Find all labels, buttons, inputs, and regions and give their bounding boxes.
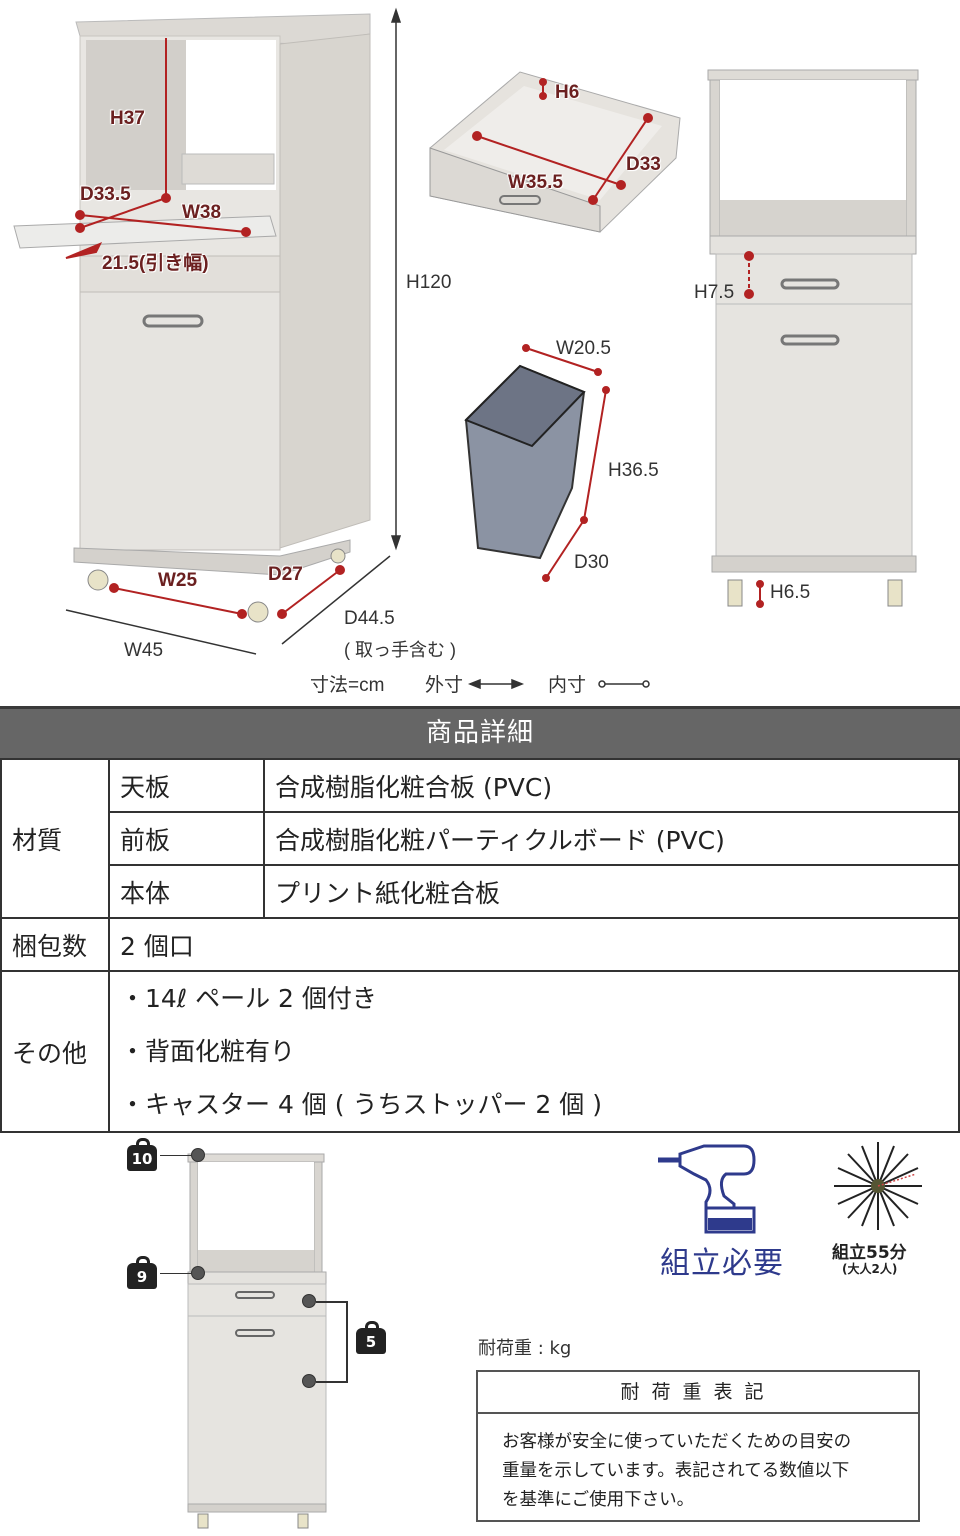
assembly-required-label: 組立必要	[660, 1246, 784, 1281]
dim-drawer-w35-5: W35.5	[508, 172, 563, 193]
material-label: 材質	[0, 758, 110, 919]
spec-table: 材質 天板 合成樹脂化粧合板 (PVC) 前板 合成樹脂化粧パーティクルボード …	[0, 758, 960, 1133]
table-row: 梱包数 2 個口	[0, 917, 960, 972]
material-part: 天板	[108, 758, 265, 813]
table-row: 材質 天板 合成樹脂化粧合板 (PVC)	[0, 758, 960, 919]
load-cabinet-illustration	[187, 1153, 327, 1529]
dim-d27: D27	[268, 564, 303, 585]
pail-illustration	[464, 364, 586, 560]
spec-title: 商品詳細	[0, 706, 960, 758]
load-notice-line: お客様が安全に使っていただくための目安の	[502, 1432, 852, 1452]
package-value: 2 個口	[108, 917, 960, 972]
load-notice-box: 耐荷重表記 お客様が安全に使っていただくための目安の 重量を示しています。表記さ…	[476, 1370, 920, 1522]
other-item: ・キャスター 4 個 ( うちストッパー 2 個 )	[120, 1090, 602, 1119]
material-part: 本体	[108, 864, 265, 919]
other-item: ・背面化粧有り	[120, 1037, 296, 1066]
load-point-drawer-bottom	[302, 1374, 316, 1388]
load-notice-line: を基準にご使用下さい。	[502, 1490, 695, 1510]
dim-pull-width: 21.5(引き幅)	[102, 253, 209, 274]
drill-icon	[658, 1144, 756, 1234]
other-list: ・14ℓ ペール 2 個付き ・背面化粧有り ・キャスター 4 個 ( うちスト…	[108, 970, 960, 1133]
legend-unit: 寸法=cm	[310, 675, 385, 696]
dim-front-h7-5: H7.5	[694, 282, 735, 303]
drawer-illustration	[429, 71, 681, 233]
dim-h37: H37	[110, 108, 145, 129]
assembly-time-label: 組立55分	[832, 1243, 907, 1263]
dim-pail-h36-5: H36.5	[608, 460, 659, 481]
cabinet-front-illustration	[707, 69, 919, 607]
assembly-people-label: (大人2人)	[842, 1262, 898, 1276]
dim-h120: H120	[406, 272, 452, 293]
material-value: 合成樹脂化粧合板 (PVC)	[263, 758, 960, 813]
cabinet-perspective-illustration	[13, 7, 919, 690]
leader-bracket	[316, 1301, 348, 1383]
dim-d44-5: D44.5	[344, 608, 395, 629]
load-notice-line: 重量を示しています。表記されてる数値以下	[502, 1461, 850, 1481]
material-part: 前板	[108, 811, 265, 866]
dim-pail-d30: D30	[574, 552, 609, 573]
legend-outer: 外寸	[425, 675, 464, 696]
weight-icon-5: 5	[356, 1321, 386, 1354]
table-row: その他 ・14ℓ ペール 2 個付き ・背面化粧有り ・キャスター 4 個 ( …	[0, 970, 960, 1133]
load-notice-title: 耐荷重表記	[478, 1372, 918, 1414]
dim-d44-5-note: ( 取っ手含む )	[344, 640, 456, 660]
load-point-top	[191, 1148, 205, 1162]
package-label: 梱包数	[0, 917, 110, 972]
load-point-counter	[191, 1266, 205, 1280]
dim-w38: W38	[182, 202, 222, 223]
clock-icon	[834, 1142, 922, 1230]
dim-w25: W25	[158, 570, 198, 591]
dim-w45: W45	[124, 640, 164, 661]
load-point-drawer-top	[302, 1294, 316, 1308]
dim-front-h6-5: H6.5	[770, 582, 811, 603]
dim-drawer-h6: H6	[555, 82, 580, 103]
dim-drawer-d33: D33	[626, 154, 661, 175]
leader-line	[160, 1155, 192, 1156]
weight-icon-10: 10	[127, 1138, 157, 1171]
table-row: 本体 プリント紙化粧合板	[1, 864, 960, 919]
dim-d33-5: D33.5	[80, 184, 131, 205]
material-value: プリント紙化粧合板	[263, 864, 960, 919]
legend-inner: 内寸	[548, 675, 587, 696]
other-label: その他	[0, 970, 110, 1133]
cabinet-main	[13, 13, 371, 623]
load-unit-label: 耐荷重 : kg	[478, 1338, 572, 1359]
other-item: ・14ℓ ペール 2 個付き	[120, 984, 377, 1013]
table-row: 前板 合成樹脂化粧パーティクルボード (PVC)	[1, 811, 960, 866]
material-value: 合成樹脂化粧パーティクルボード (PVC)	[263, 811, 960, 866]
dim-pail-w20-5: W20.5	[556, 338, 611, 359]
weight-icon-9: 9	[127, 1256, 157, 1289]
leader-line	[160, 1273, 192, 1274]
